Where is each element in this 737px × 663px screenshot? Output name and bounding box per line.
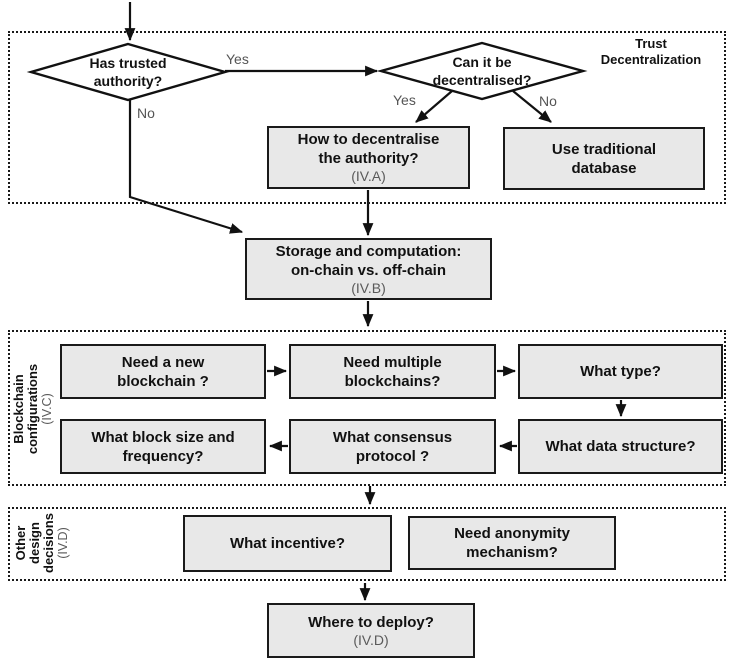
node-consensus-protocol: What consensus protocol ? <box>289 419 496 474</box>
edge-label-yes-top: Yes <box>226 51 249 67</box>
edge-no-to-storage <box>128 100 244 234</box>
node-anonymity-mechanism: Need anonymity mechanism? <box>408 516 616 570</box>
node-text: blockchain ? <box>117 372 209 390</box>
blockchain-configurations-label: Blockchain configurations (IV.C) <box>9 349 57 469</box>
node-text: Use traditional <box>551 140 657 158</box>
node-text: on-chain vs. off-chain <box>290 261 446 279</box>
node-subtext: (IV.D) <box>353 631 389 648</box>
node-text: What incentive? <box>229 535 345 552</box>
node-text: Need anonymity <box>454 525 570 542</box>
node-what-incentive: What incentive? <box>183 515 392 572</box>
node-text: Need multiple <box>343 353 442 371</box>
diamond-line: Can it be <box>452 54 512 70</box>
node-storage-computation: Storage and computation: on-chain vs. of… <box>245 238 492 300</box>
node-use-traditional-database: Use traditional database <box>503 127 705 190</box>
section-trust-decentralization <box>8 31 726 204</box>
can-be-decentralised-text: Can it be decentralised? <box>392 53 572 89</box>
node-text: blockchains? <box>344 372 441 390</box>
node-text: mechanism? <box>466 544 558 561</box>
node-block-size-frequency: What block size and frequency? <box>60 419 266 474</box>
diamond-line: decentralised? <box>432 72 532 88</box>
node-text: Where to deploy? <box>308 613 434 631</box>
node-what-type: What type? <box>518 344 723 399</box>
node-text: What data structure? <box>545 438 696 455</box>
node-subtext: (IV.B) <box>351 279 386 296</box>
edge-label-yes-mid: Yes <box>393 92 416 108</box>
node-need-new-blockchain: Need a new blockchain ? <box>60 344 266 399</box>
config-label-sub: (IV.C) <box>40 393 54 425</box>
section-blockchain-configurations <box>8 330 726 486</box>
node-text: frequency? <box>122 447 204 465</box>
decision-has-trusted-authority <box>26 42 230 102</box>
trust-label-line2: Decentralization <box>600 52 702 67</box>
node-text: What type? <box>580 363 661 380</box>
node-subtext: (IV.A) <box>351 168 386 184</box>
node-text: the authority? <box>318 150 419 167</box>
config-label-line1: Blockchain <box>11 374 26 444</box>
node-text: How to decentralise <box>297 131 440 148</box>
section-other-design-decisions <box>8 507 726 581</box>
node-text: Need a new <box>121 353 205 371</box>
diamond-line: Has trusted <box>89 55 167 71</box>
node-need-multiple-blockchains: Need multiple blockchains? <box>289 344 496 399</box>
trust-label-line1: Trust <box>635 36 667 51</box>
node-where-to-deploy: Where to deploy? (IV.D) <box>267 603 475 658</box>
decision-can-be-decentralised <box>376 41 588 101</box>
node-how-to-decentralise: How to decentralise the authority? (IV.A… <box>267 126 470 189</box>
node-text: database <box>571 159 637 177</box>
node-text: What block size and <box>91 428 235 446</box>
edge-label-no-left: No <box>137 105 155 121</box>
node-text: What consensus <box>332 428 453 446</box>
edge-yes-to-how-decentralise <box>415 90 453 123</box>
other-label-sub: (IV.D) <box>56 527 70 559</box>
has-trusted-authority-text: Has trusted authority? <box>38 54 218 90</box>
other-label-line1: Other <box>13 525 28 561</box>
trust-decentralization-label: Trust Decentralization <box>584 36 718 68</box>
node-data-structure: What data structure? <box>518 419 723 474</box>
node-text: protocol ? <box>355 447 430 465</box>
diamond-line: authority? <box>93 73 163 89</box>
edge-no-to-traditional-db <box>512 90 552 123</box>
other-design-decisions-label: Other design decisions (IV.D) <box>13 505 71 581</box>
node-text: Storage and computation: <box>275 242 462 260</box>
other-label-line3: decisions <box>41 513 56 573</box>
config-label-line2: configurations <box>25 363 40 455</box>
other-label-line2: design <box>27 522 42 564</box>
edge-label-no-mid: No <box>539 93 557 109</box>
